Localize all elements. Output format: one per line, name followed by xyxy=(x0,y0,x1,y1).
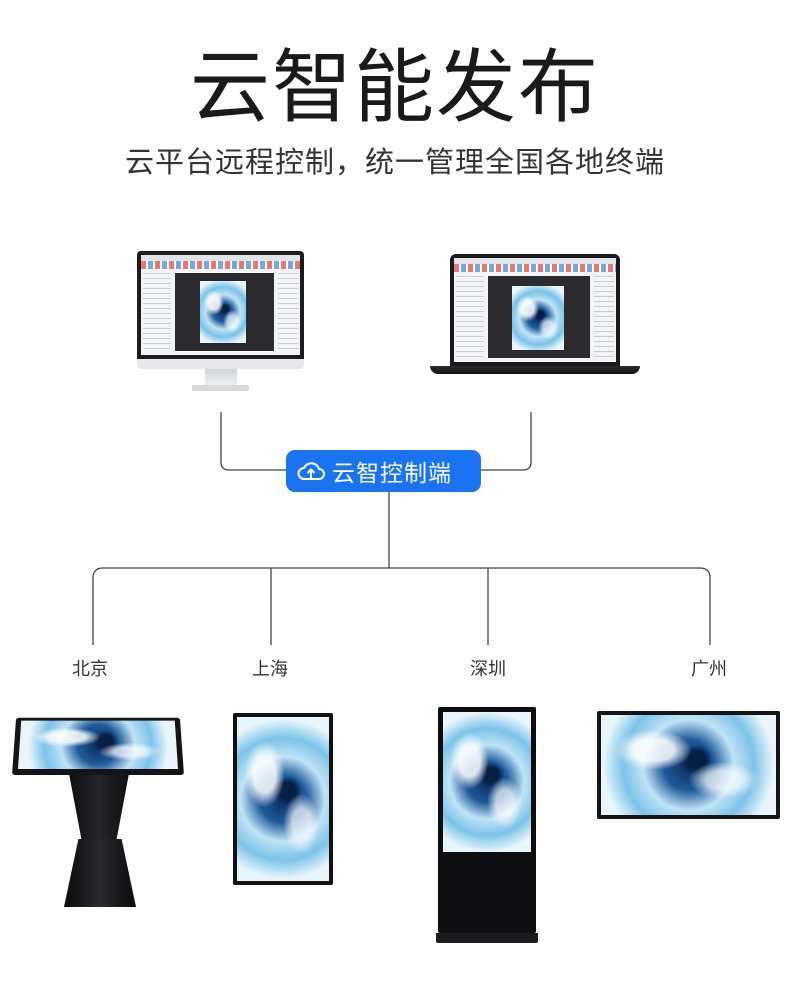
cloud-control-label: 云智控制端 xyxy=(332,461,452,487)
kiosk-screen-image xyxy=(18,720,178,769)
line-desktop-to-hub xyxy=(220,412,290,471)
page-subtitle: 云平台远程控制，统一管理全国各地终端 xyxy=(124,145,665,179)
page-title: 云智能发布 xyxy=(190,41,600,134)
wall-screen-shanghai xyxy=(233,713,333,885)
wall-landscape-guangzhou xyxy=(597,711,780,819)
laptop xyxy=(430,254,640,378)
line-branch-bar xyxy=(92,567,711,645)
line-laptop-to-hub xyxy=(478,412,532,471)
wall-screen-image xyxy=(237,717,329,881)
cloud-control-badge[interactable]: 云智控制端 xyxy=(286,450,481,492)
city-label-shanghai: 上海 xyxy=(252,659,288,680)
laptop-screen-image xyxy=(512,286,564,350)
landscape-screen-image xyxy=(601,715,776,815)
totem-screen-image xyxy=(443,712,531,852)
desktop-monitor xyxy=(137,251,304,393)
desktop-screen-image xyxy=(200,281,246,343)
city-label-shenzhen: 深圳 xyxy=(470,659,506,680)
cloud-upload-icon xyxy=(297,462,325,480)
kiosk-terminal-beijing xyxy=(12,713,184,913)
city-label-guangzhou: 广州 xyxy=(691,659,727,680)
city-label-beijing: 北京 xyxy=(72,659,108,680)
floor-standing-shenzhen xyxy=(436,707,538,943)
